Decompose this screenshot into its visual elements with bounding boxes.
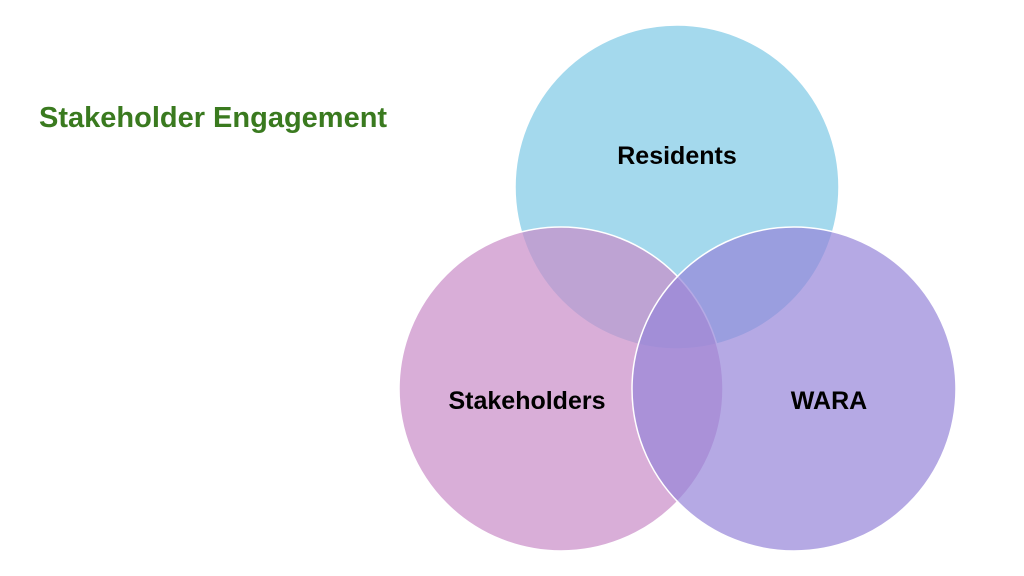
stakeholders-label: Stakeholders <box>448 387 605 415</box>
residents-label: Residents <box>617 142 736 170</box>
venn-circles <box>398 24 957 552</box>
wara-circle <box>631 226 957 552</box>
slide-title: Stakeholder Engagement <box>39 102 388 134</box>
wara-label: WARA <box>791 387 867 415</box>
venn-labels: Residents Stakeholders WARA <box>448 142 867 415</box>
